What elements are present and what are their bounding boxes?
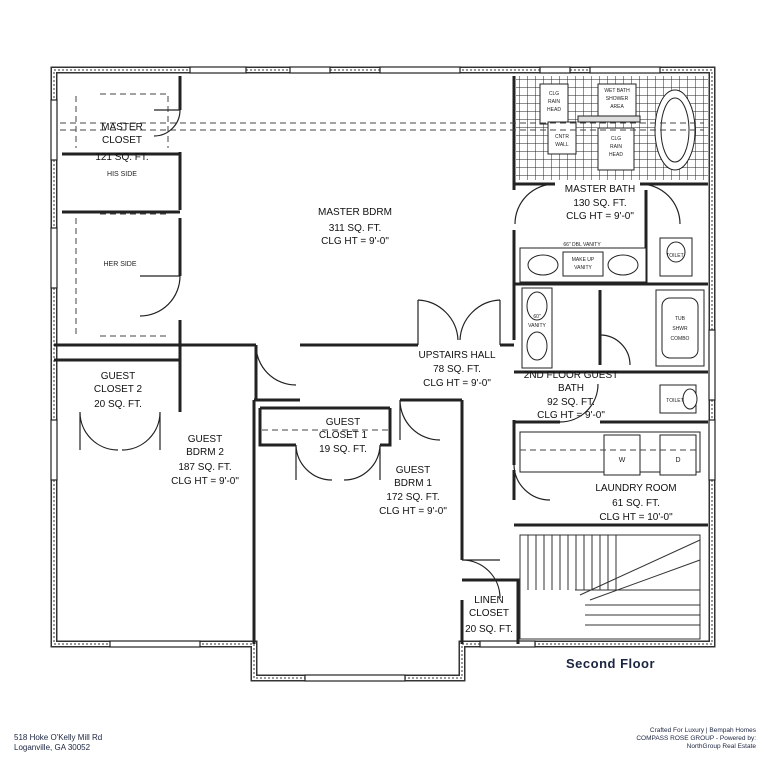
master-bath-area: 130 SQ. FT. bbox=[573, 198, 626, 209]
his-side-label: HIS SIDE bbox=[107, 171, 137, 178]
makeup-vanity-l1: MAKE UP bbox=[572, 257, 595, 263]
rain-head-2-l2: RAIN bbox=[610, 144, 622, 150]
tub-l2: SHWR bbox=[672, 326, 688, 332]
stairs bbox=[519, 534, 701, 640]
master-closet-label-1: MASTER bbox=[101, 122, 143, 133]
linen-closet-area: 20 SQ. FT. bbox=[465, 624, 513, 635]
dbl-vanity-label: 66" DBL VANITY bbox=[563, 242, 601, 248]
guest-closet-1-area: 19 SQ. FT. bbox=[319, 444, 367, 455]
address-block: 518 Hoke O'Kelly Mill Rd Loganville, GA … bbox=[14, 733, 102, 753]
laundry-name: LAUNDRY ROOM bbox=[595, 483, 676, 494]
linen-closet-label-1: LINEN bbox=[474, 595, 503, 606]
linen-closet-label-2: CLOSET bbox=[469, 608, 509, 619]
guest-bath-label-2: BATH bbox=[558, 383, 584, 394]
wet-bath-l2: SHOWER bbox=[606, 96, 629, 102]
upstairs-hall-ceiling: CLG HT = 9'-0" bbox=[423, 378, 491, 389]
guest-bdrm-2-label-1: GUEST bbox=[188, 434, 222, 445]
vanity-l2: VANITY bbox=[528, 323, 546, 329]
credits-block: Crafted For Luxury | Bempah Homes COMPAS… bbox=[636, 727, 756, 751]
bath-fixtures bbox=[519, 237, 705, 476]
master-bath-name: MASTER BATH bbox=[565, 184, 635, 195]
rain-head-1-l2: RAIN bbox=[548, 99, 560, 105]
guest-bdrm-2-ceiling: CLG HT = 9'-0" bbox=[171, 476, 239, 487]
guest-closet-1-label-2: CLOSET 1 bbox=[319, 430, 368, 441]
dashed-lines bbox=[60, 93, 704, 451]
guest-bdrm-1-area: 172 SQ. FT. bbox=[386, 492, 439, 503]
wet-bath-l1: WET BATH bbox=[604, 88, 630, 94]
toilet-1-label: TOILET bbox=[666, 253, 683, 259]
master-closet-area: 121 SQ. FT. bbox=[95, 152, 148, 163]
dryer-label: D bbox=[675, 457, 680, 464]
master-closet-label-2: CLOSET bbox=[102, 135, 142, 146]
master-bdrm-name: MASTER BDRM bbox=[318, 207, 392, 218]
guest-closet-2-area: 20 SQ. FT. bbox=[94, 399, 142, 410]
master-bdrm-area: 311 SQ. FT. bbox=[329, 223, 382, 234]
master-bdrm-ceiling: CLG HT = 9'-0" bbox=[321, 236, 389, 247]
laundry-area: 61 SQ. FT. bbox=[612, 498, 660, 509]
wet-bath-l3: AREA bbox=[610, 104, 624, 110]
upstairs-hall-area: 78 SQ. FT. bbox=[433, 364, 481, 375]
her-side-label: HER SIDE bbox=[103, 261, 136, 268]
cntr-wall-l2: WALL bbox=[555, 142, 569, 148]
address-line-2: Loganville, GA 30052 bbox=[14, 743, 91, 752]
rain-head-2-l3: HEAD bbox=[609, 152, 623, 158]
doors bbox=[79, 109, 681, 599]
tub-l3: COMBO bbox=[671, 336, 690, 342]
guest-bath-ceiling: CLG HT = 9'-0" bbox=[537, 410, 605, 421]
interior-walls bbox=[54, 76, 708, 644]
credits-line-1: Crafted For Luxury | Bempah Homes bbox=[649, 727, 756, 734]
vanity-l1: 60" bbox=[533, 314, 541, 320]
toilet-2-label: TOILET bbox=[666, 398, 683, 404]
guest-closet-1-label-1: GUEST bbox=[326, 417, 360, 428]
guest-bdrm-1-label-1: GUEST bbox=[396, 465, 430, 476]
guest-bdrm-2-label-2: BDRM 2 bbox=[186, 447, 224, 458]
washer-label: W bbox=[619, 457, 626, 464]
credits-line-2: COMPASS ROSE GROUP - Powered by: bbox=[636, 735, 756, 742]
guest-bath-area: 92 SQ. FT. bbox=[547, 397, 595, 408]
guest-closet-2-label-2: CLOSET 2 bbox=[94, 384, 143, 395]
guest-closet-2-label-1: GUEST bbox=[101, 371, 135, 382]
guest-bdrm-1-ceiling: CLG HT = 9'-0" bbox=[379, 506, 447, 517]
rain-head-1-l3: HEAD bbox=[547, 107, 561, 113]
rain-head-2-l1: CLG bbox=[611, 136, 621, 142]
credits-line-3: NorthGroup Real Estate bbox=[686, 743, 756, 750]
tub-l1: TUB bbox=[675, 316, 686, 322]
guest-bdrm-2-area: 187 SQ. FT. bbox=[178, 462, 231, 473]
makeup-vanity-l2: VANITY bbox=[574, 265, 592, 271]
master-bath-ceiling: CLG HT = 9'-0" bbox=[566, 211, 634, 222]
guest-bath-label-1: 2ND FLOOR GUEST bbox=[524, 370, 618, 381]
guest-bdrm-1-label-2: BDRM 1 bbox=[394, 478, 432, 489]
laundry-ceiling: CLG HT = 10'-0" bbox=[599, 512, 673, 523]
rain-head-1-l1: CLG bbox=[549, 91, 559, 97]
address-line-1: 518 Hoke O'Kelly Mill Rd bbox=[14, 733, 103, 742]
windows bbox=[50, 66, 716, 682]
upstairs-hall-name: UPSTAIRS HALL bbox=[418, 350, 495, 361]
floor-title: Second Floor bbox=[566, 656, 656, 671]
cntr-wall-l1: CNTR bbox=[555, 134, 569, 140]
